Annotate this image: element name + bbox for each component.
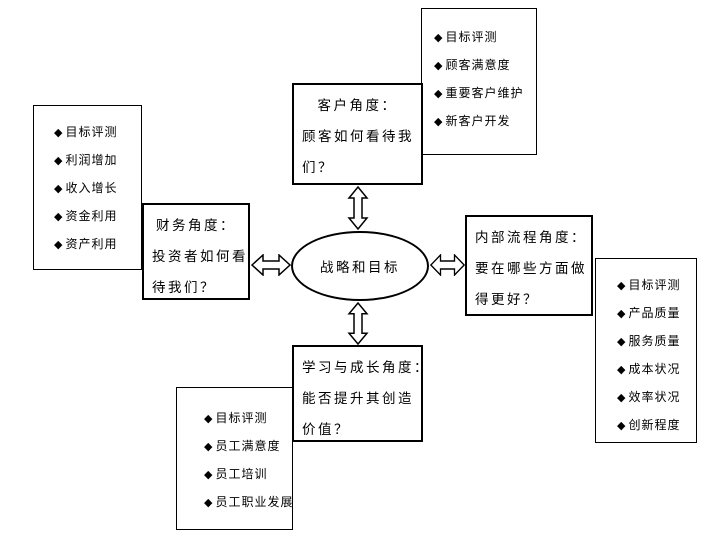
- diamond-bullet-icon: ◆: [617, 364, 627, 376]
- box-text-line: 投资者如何看: [152, 249, 248, 264]
- list-item: ◆创新程度: [617, 411, 696, 439]
- diamond-bullet-icon: ◆: [204, 441, 214, 453]
- financial-metrics-box: ◆目标评测 ◆利润增加 ◆收入增长 ◆资金利用 ◆资产利用: [33, 105, 142, 270]
- list-item-label: 利润增加: [65, 153, 118, 167]
- box-text-line: 顾客如何看待我: [302, 129, 414, 144]
- list-item-label: 收入增长: [65, 181, 118, 195]
- double-arrow-icon: [347, 186, 369, 230]
- diamond-bullet-icon: ◆: [204, 497, 214, 509]
- box-title: 客户角度：: [317, 98, 398, 113]
- diamond-bullet-icon: ◆: [204, 469, 214, 481]
- double-arrow-icon: [251, 254, 291, 276]
- box-text-line: 价值？: [302, 422, 350, 437]
- internal-metrics-box: ◆目标评测 ◆产品质量 ◆服务质量 ◆成本状况 ◆效率状况 ◆创新程度: [595, 258, 697, 443]
- list-item-label: 成本状况: [628, 362, 681, 376]
- list-item-label: 效率状况: [628, 390, 681, 404]
- diamond-bullet-icon: ◆: [54, 155, 64, 167]
- list-item-label: 新客户开发: [445, 114, 511, 128]
- diamond-bullet-icon: ◆: [204, 413, 214, 425]
- diamond-bullet-icon: ◆: [617, 336, 627, 348]
- customer-metrics-box: ◆目标评测 ◆顾客满意度 ◆重要客户维护 ◆新客户开发: [421, 8, 537, 155]
- double-arrow-icon: [430, 254, 465, 276]
- list-item: ◆产品质量: [617, 299, 696, 327]
- list-item-label: 员工培训: [215, 467, 268, 481]
- list-item-label: 顾客满意度: [445, 58, 511, 72]
- list-item: ◆重要客户维护: [434, 79, 536, 107]
- diamond-bullet-icon: ◆: [434, 88, 444, 100]
- list-item-label: 目标评测: [215, 411, 268, 425]
- box-title: 内部流程角度：: [475, 230, 587, 245]
- list-item: ◆员工培训: [204, 460, 292, 488]
- box-title: 财务角度：: [156, 218, 236, 233]
- list-item-label: 员工职业发展: [215, 495, 294, 509]
- diamond-bullet-icon: ◆: [434, 60, 444, 72]
- box-text-line: 要在哪些方面做: [475, 261, 587, 276]
- box-text-line: 待我们？: [152, 280, 216, 295]
- box-text-line: 们？: [302, 160, 334, 175]
- list-item: ◆效率状况: [617, 383, 696, 411]
- list-item-label: 重要客户维护: [445, 86, 524, 100]
- double-arrow-icon: [347, 302, 369, 345]
- list-item-label: 目标评测: [628, 278, 681, 292]
- list-item: ◆目标评测: [434, 23, 536, 51]
- diamond-bullet-icon: ◆: [434, 32, 444, 44]
- list-item-label: 服务质量: [628, 334, 681, 348]
- ellipse-label: 战略和目标: [320, 260, 400, 275]
- internal-process-perspective-box: 内部流程角度： 要在哪些方面做 得更好？: [465, 215, 593, 316]
- diamond-bullet-icon: ◆: [617, 392, 627, 404]
- box-text-line: 得更好？: [475, 292, 539, 307]
- list-item: ◆目标评测: [54, 118, 141, 146]
- list-item: ◆资金利用: [54, 202, 141, 230]
- list-item: ◆新客户开发: [434, 107, 536, 135]
- list-item-label: 产品质量: [628, 306, 681, 320]
- list-item: ◆目标评测: [617, 271, 696, 299]
- list-item-label: 资金利用: [65, 209, 118, 223]
- list-item: ◆顾客满意度: [434, 51, 536, 79]
- list-item-label: 目标评测: [65, 125, 118, 139]
- list-item-label: 员工满意度: [215, 439, 281, 453]
- diamond-bullet-icon: ◆: [617, 280, 627, 292]
- diamond-bullet-icon: ◆: [434, 116, 444, 128]
- strategy-goals-ellipse: 战略和目标: [291, 231, 429, 301]
- list-item: ◆资产利用: [54, 230, 141, 258]
- box-title: 学习与成长角度：: [302, 360, 430, 375]
- learning-growth-perspective-box: 学习与成长角度： 能否提升其创造 价值？: [292, 345, 430, 442]
- list-item-label: 资产利用: [65, 237, 118, 251]
- financial-perspective-box: 财务角度： 投资者如何看 待我们？: [142, 203, 250, 300]
- list-item: ◆收入增长: [54, 174, 141, 202]
- list-item: ◆目标评测: [204, 404, 292, 432]
- box-text-line: 能否提升其创造: [302, 391, 414, 406]
- diamond-bullet-icon: ◆: [54, 239, 64, 251]
- list-item: ◆成本状况: [617, 355, 696, 383]
- diamond-bullet-icon: ◆: [54, 127, 64, 139]
- list-item: ◆员工职业发展: [204, 488, 292, 516]
- list-item: ◆利润增加: [54, 146, 141, 174]
- customer-perspective-box: 客户角度： 顾客如何看待我 们？: [292, 83, 423, 185]
- list-item: ◆服务质量: [617, 327, 696, 355]
- diamond-bullet-icon: ◆: [54, 211, 64, 223]
- list-item-label: 目标评测: [445, 30, 498, 44]
- diamond-bullet-icon: ◆: [54, 183, 64, 195]
- diamond-bullet-icon: ◆: [617, 420, 627, 432]
- list-item: ◆员工满意度: [204, 432, 292, 460]
- diamond-bullet-icon: ◆: [617, 308, 627, 320]
- learning-metrics-box: ◆目标评测 ◆员工满意度 ◆员工培训 ◆员工职业发展: [176, 387, 293, 530]
- list-item-label: 创新程度: [628, 418, 681, 432]
